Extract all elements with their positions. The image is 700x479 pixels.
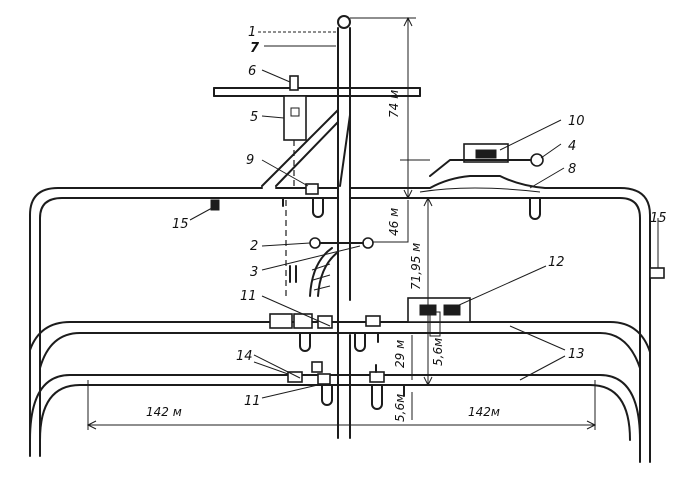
- dim-29m: 29 м: [393, 340, 407, 368]
- dim-142m-right: 142м: [468, 405, 500, 419]
- label-9: 9: [246, 153, 254, 168]
- label-14: 14: [236, 349, 253, 364]
- middle-section: [285, 200, 374, 300]
- dim-74m: 74 м: [387, 90, 401, 118]
- label-10: 10: [568, 114, 585, 129]
- inclined-drift-9: [261, 109, 351, 187]
- shaft-head: [337, 15, 351, 29]
- dimension-lines: [86, 16, 597, 430]
- label-7: 7: [250, 41, 260, 56]
- element-12: [407, 297, 471, 323]
- dim-5-6m-lower: 5,6м: [393, 394, 407, 422]
- label-11-lower: 11: [244, 394, 261, 409]
- label-6: 6: [248, 64, 256, 79]
- leader-lines: [189, 31, 659, 399]
- label-12: 12: [548, 255, 565, 270]
- element-15-left: [210, 199, 220, 211]
- dim-46m: 46 м: [387, 208, 401, 236]
- dim-5-6m-upper: 5,6м: [431, 338, 445, 366]
- label-15-right: 15: [650, 211, 667, 226]
- element-5: [283, 95, 307, 141]
- element-2: [309, 237, 321, 249]
- label-1: 1: [248, 25, 256, 40]
- label-3: 3: [250, 265, 258, 280]
- label-2: 2: [250, 239, 258, 254]
- upper-crosscut: [213, 87, 421, 97]
- element-15-right: [649, 267, 665, 279]
- label-4: 4: [568, 139, 576, 154]
- element-10-inner: [475, 149, 497, 159]
- label-13: 13: [568, 347, 585, 362]
- label-15-left: 15: [172, 217, 189, 232]
- element-4: [530, 153, 544, 167]
- level-8-stubs: [282, 183, 541, 220]
- label-11-upper: 11: [240, 289, 257, 304]
- upper-level-8: [29, 175, 651, 463]
- label-8: 8: [568, 162, 576, 177]
- lower-level-13: [29, 361, 641, 441]
- element-6: [289, 75, 299, 91]
- label-5: 5: [250, 110, 258, 125]
- dim-142m-left: 142 м: [146, 405, 182, 419]
- dim-71-95m: 71,95 м: [409, 243, 423, 290]
- level-11: [29, 297, 651, 369]
